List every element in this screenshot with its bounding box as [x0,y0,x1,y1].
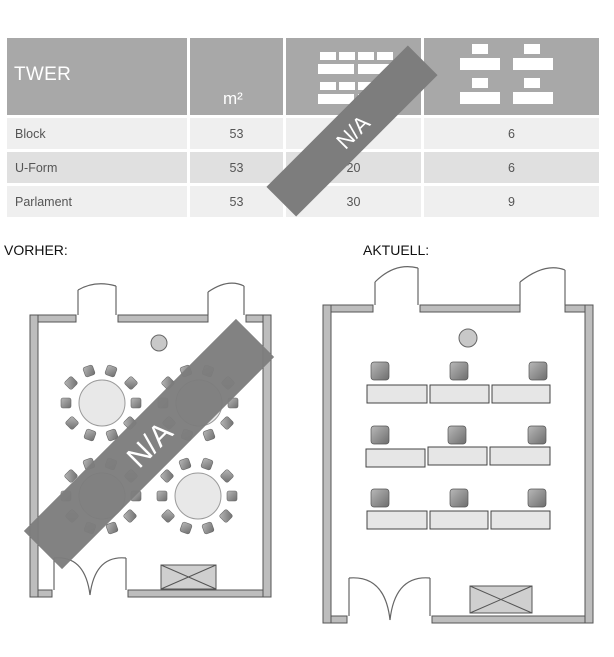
header-cell-room [7,38,187,115]
before-plan-label: VORHER: [4,242,68,258]
round-table-4 [156,457,238,535]
before-storage-box [160,564,217,590]
current-pillar-icon [458,328,478,348]
plan-na-stamp: N/A [23,318,275,570]
row-block-col3: 6 [424,118,599,149]
table-title: TWER [14,64,72,85]
row-uform-area: 53 [190,152,283,183]
header-cell-area [190,38,283,115]
current-bottom-door [348,577,431,621]
row-parlament-name: Parlament [7,186,187,217]
row-parlament-area: 53 [190,186,283,217]
before-top-doors [77,282,245,315]
current-floor-plan [322,266,594,624]
current-storage-box [469,585,533,614]
na-band [266,45,438,217]
classroom-row-2 [365,425,551,468]
before-walls [29,314,272,598]
classroom-row-3 [366,488,551,530]
current-walls [322,304,594,624]
classroom-seating-icon [460,44,553,104]
before-pillar-icon [150,334,168,352]
row-uform-col3: 6 [424,152,599,183]
before-bottom-door [53,557,127,596]
current-top-doors [374,266,566,305]
row-block-area: 53 [190,118,283,149]
before-floor-plan: N/A [23,282,275,598]
round-table-1 [60,364,142,442]
row-block-name: Block [7,118,187,149]
header-cell-classroom [424,38,599,115]
current-plan-label: AKTUELL: [363,242,430,258]
capacity-table: TWER m² Block 53 6 U-Form 53 20 6 Parlam… [0,0,614,225]
classroom-row-1 [366,361,551,404]
table-na-stamp: N/A [266,45,438,217]
floor-plans: N/A [23,266,594,624]
row-parlament-col3: 9 [424,186,599,217]
area-unit-label: m² [223,89,243,108]
row-uform-name: U-Form [7,152,187,183]
